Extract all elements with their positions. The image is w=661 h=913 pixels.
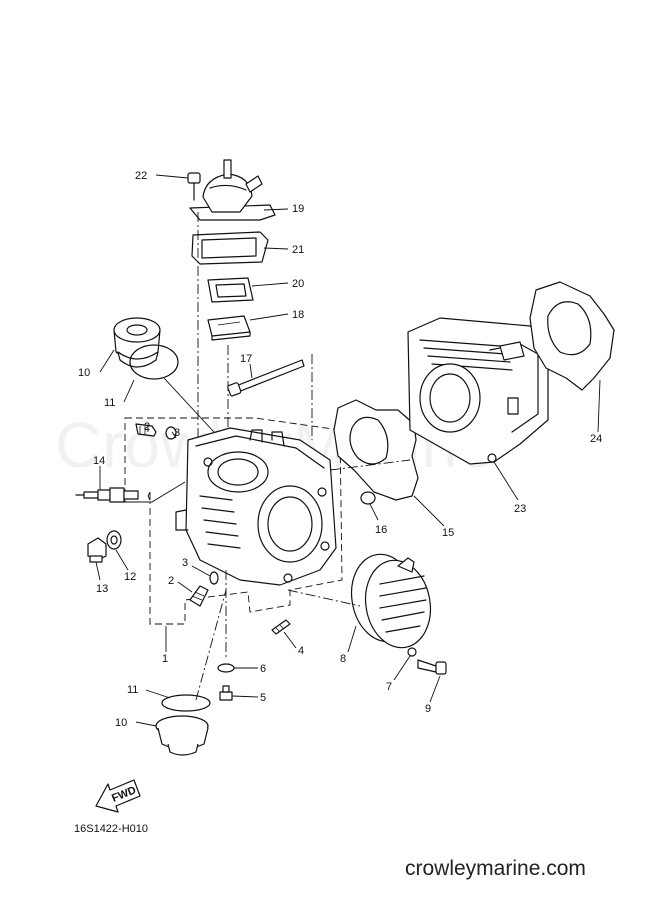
callout-21: 21 [292, 244, 304, 256]
callout-18: 18 [292, 309, 304, 321]
o-ring-lower [161, 694, 211, 712]
callout-12: 12 [124, 571, 136, 583]
callout-9: 9 [425, 703, 431, 715]
callout-11-lower: 11 [127, 684, 138, 696]
callout-20: 20 [292, 278, 304, 290]
tappet-cap-lower [189, 585, 209, 607]
callout-10-lower: 10 [115, 717, 127, 729]
fwd-arrow-icon: FWD [95, 779, 141, 813]
thermostat-housing [189, 159, 276, 221]
small-washer [217, 663, 235, 673]
cylinder-base-gasket [529, 281, 615, 391]
housing-bolt [187, 172, 201, 201]
head-gasket [333, 399, 419, 501]
thermostat-gasket [207, 277, 254, 303]
callout-24: 24 [590, 433, 602, 445]
callout-19: 19 [292, 203, 304, 215]
callout-17: 17 [240, 353, 252, 365]
cylinder-block [407, 317, 549, 465]
stud-bolt [227, 359, 305, 397]
leader-lines [95, 174, 601, 727]
callout-labels: 22 19 21 20 18 10 11 17 2 3 14 13 12 3 2… [78, 170, 602, 729]
tappet-cap-upper [135, 423, 157, 437]
callout-2-upper: 2 [144, 421, 150, 433]
callout-22: 22 [135, 170, 147, 182]
callout-1: 1 [162, 653, 168, 665]
stud [271, 619, 291, 635]
figure-code: 16S1422-H010 [74, 823, 149, 835]
spark-plug [75, 487, 139, 503]
o-ring-upper [129, 344, 179, 380]
dowel-pin [360, 491, 376, 505]
callout-14: 14 [93, 455, 105, 467]
plug-washer [106, 530, 122, 550]
callout-23: 23 [514, 503, 526, 515]
side-cover [364, 557, 432, 657]
cylinder-head [175, 427, 337, 586]
callout-3-upper: 3 [174, 427, 180, 439]
callout-4: 4 [298, 645, 304, 657]
site-url: crowleymarine.com [405, 857, 586, 880]
o-ring-small-upper [165, 426, 177, 440]
callout-11-upper: 11 [104, 397, 115, 409]
filler-cap-upper [113, 317, 161, 368]
callout-2-lower: 2 [168, 575, 174, 587]
callout-7: 7 [386, 681, 392, 693]
callout-3-lower: 3 [182, 557, 188, 569]
callout-8: 8 [340, 653, 346, 665]
callout-16: 16 [375, 524, 387, 536]
drain-plug [87, 537, 107, 563]
callout-10-upper: 10 [78, 367, 90, 379]
o-ring-small-lower [209, 571, 219, 585]
callout-6: 6 [260, 663, 266, 675]
cover-bolt [417, 659, 447, 675]
thermostat [207, 315, 251, 341]
filler-cap-lower [155, 715, 209, 756]
head-assembly-outline [124, 417, 343, 625]
callout-5: 5 [260, 692, 266, 704]
callout-13: 13 [96, 583, 108, 595]
small-bolt [219, 685, 233, 701]
housing-gasket-outer [191, 231, 269, 265]
callout-15: 15 [442, 527, 454, 539]
